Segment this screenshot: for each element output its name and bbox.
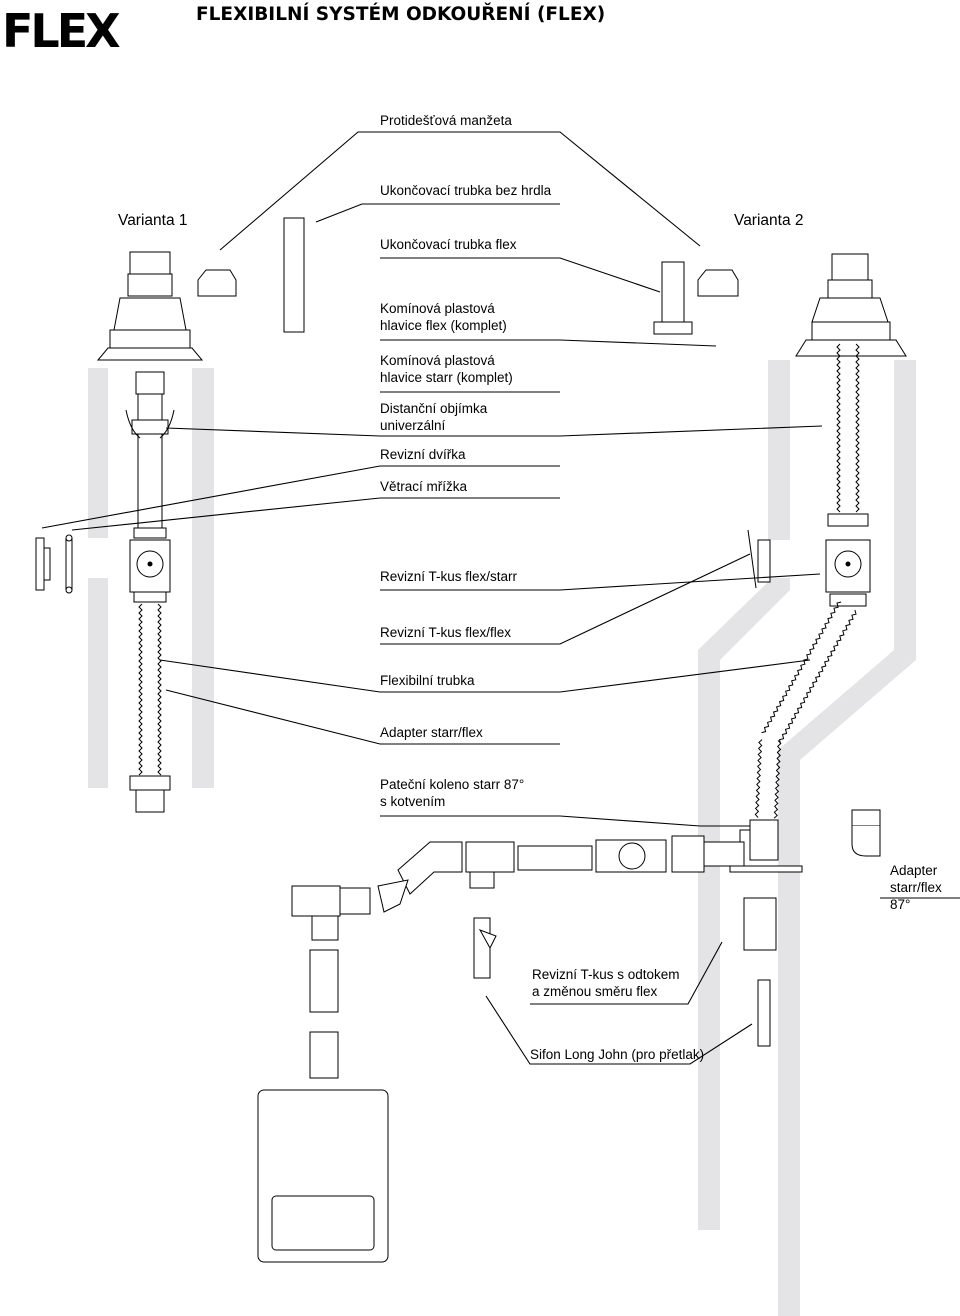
terminal-no-socket-leader xyxy=(315,203,560,223)
hood-flex-leader xyxy=(380,339,717,347)
inspection-door-leader xyxy=(41,465,560,529)
siphon-leader xyxy=(485,995,753,1065)
right-shaft-wall-left xyxy=(768,360,790,540)
adapter-leader xyxy=(165,689,560,745)
base-elbow-leader xyxy=(380,815,750,827)
loose-pipe-pieces xyxy=(309,949,339,1079)
variant1-rigid-pipe xyxy=(125,393,175,531)
label-terminal-no-socket: Ukončovací trubka bez hrdla xyxy=(380,183,552,198)
variant1-flexible-pipe xyxy=(138,603,162,776)
vent-grille-leader xyxy=(71,497,560,531)
label-adapter-starr-flex: Adapter starr/flex xyxy=(380,725,483,740)
chimney-walls xyxy=(88,360,916,1316)
rain-collar-part xyxy=(197,269,237,297)
flex2b-edge-right xyxy=(761,601,842,734)
variant2-elbow-support xyxy=(729,819,803,1047)
elbow-87-part xyxy=(851,809,881,857)
flex1-edge-right xyxy=(138,603,143,776)
label-siphon: Sifon Long John (pro přetlak) xyxy=(530,1047,705,1062)
left-shaft-wall-left xyxy=(88,368,108,538)
label-spacer-clip: Distanční objímka univerzální xyxy=(380,401,488,433)
label-base-elbow: Pateční koleno starr 87° s kotvením xyxy=(380,777,525,809)
t-piece-drain-leader xyxy=(530,941,723,1005)
leader-lines xyxy=(41,131,960,1065)
flex1-edge-left xyxy=(157,603,162,776)
page-title: FLEXIBILNÍ SYSTÉM ODKOUŘENÍ (FLEX) xyxy=(196,4,606,25)
flex2a-edge-right xyxy=(836,343,841,513)
left-shaft-wall-right xyxy=(192,368,214,788)
flex2b-edge-left xyxy=(778,609,857,744)
flex2c-edge-left xyxy=(773,740,782,819)
variant-1-label: Varianta 1 xyxy=(118,212,188,229)
label-t-piece-flex-starr: Revizní T-kus flex/starr xyxy=(380,569,518,584)
variant2-flexible-pipe-upper xyxy=(836,343,860,513)
flexible-pipe-leader xyxy=(159,659,811,693)
label-adapter-87: Adapter starr/flex 87° xyxy=(890,863,942,912)
label-t-piece-flex-flex: Revizní T-kus flex/flex xyxy=(380,625,512,640)
variant1-bottom-adapter xyxy=(129,775,171,813)
variant2-t-piece xyxy=(747,513,871,607)
label-rain-collar: Protidešťová manžeta xyxy=(380,113,512,128)
horizontal-run xyxy=(291,835,745,979)
flex2a-edge-left xyxy=(855,343,860,513)
terminal-pipe-flex xyxy=(653,261,693,335)
t-piece-flex-starr-leader xyxy=(380,573,821,591)
right-shaft-wall-right xyxy=(778,360,916,1316)
label-terminal-flex: Ukončovací trubka flex xyxy=(380,237,517,252)
label-inspection-door: Revizní dvířka xyxy=(380,447,466,462)
left-shaft-wall-lower xyxy=(88,578,108,788)
terminal-pipe-no-socket xyxy=(283,217,305,333)
variant2-hood xyxy=(795,253,907,357)
variant2-flexible-pipe-offset xyxy=(754,601,857,819)
label-vent-grille: Větrací mřížka xyxy=(380,479,468,494)
rain-collar-leader xyxy=(219,131,701,251)
spacer-clip-leader xyxy=(165,425,823,437)
rain-collar-part-right xyxy=(697,269,739,297)
label-t-piece-drain: Revizní T-kus s odtokem a změnou směru f… xyxy=(532,967,680,999)
t-piece-flex-flex-leader xyxy=(380,553,751,645)
flex2c-edge-right xyxy=(754,739,763,818)
flex-logo: FLEX xyxy=(2,4,121,58)
variant1-hood xyxy=(96,251,204,395)
terminal-flex-leader xyxy=(380,257,661,293)
boiler xyxy=(257,1089,389,1263)
label-flexible-pipe: Flexibilní trubka xyxy=(380,673,475,688)
right-shaft-wall-left-lower xyxy=(698,578,790,1230)
label-hood-starr: Komínová plastová hlavice starr (komplet… xyxy=(380,353,513,385)
inspection-door-left xyxy=(35,534,73,594)
variant1-t-piece xyxy=(129,527,171,603)
variant-2-label: Varianta 2 xyxy=(734,212,804,229)
label-hood-flex: Komínová plastová hlavice flex (komplet) xyxy=(380,301,507,333)
